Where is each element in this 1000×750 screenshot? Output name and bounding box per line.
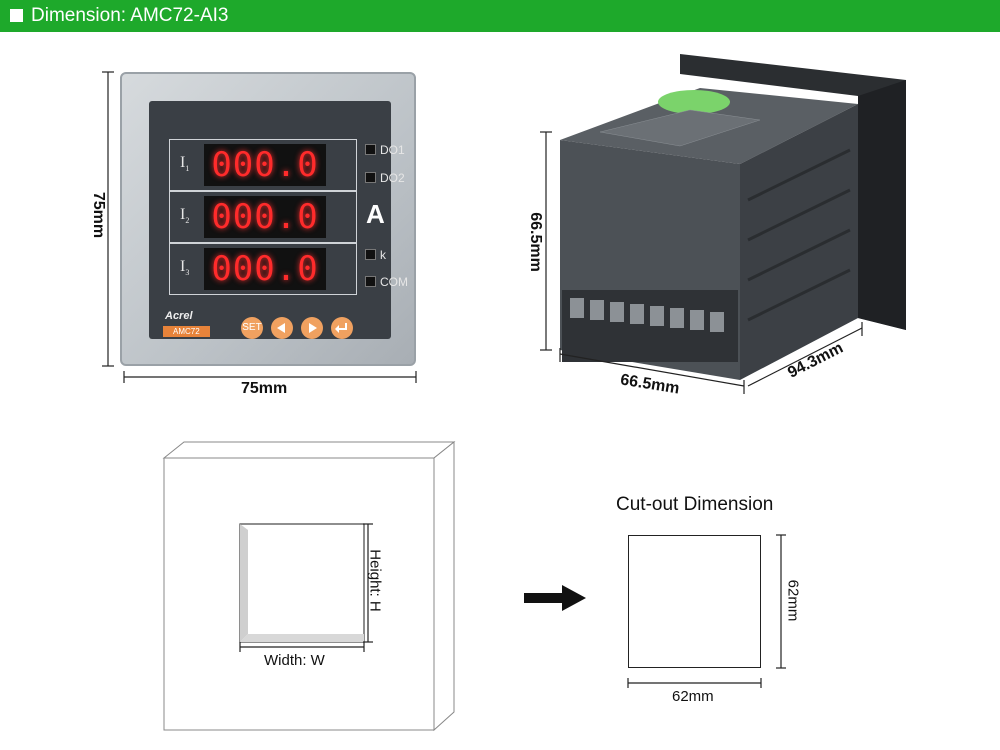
row-1-display: 000.0	[204, 144, 326, 186]
brand-logo: Acrel	[165, 310, 193, 322]
indicator-do1: DO1	[365, 143, 405, 157]
model-badge: AMC72	[163, 326, 210, 337]
display-row-3: I3 000.0	[169, 243, 357, 295]
left-button[interactable]	[271, 317, 293, 339]
header-square-icon	[10, 9, 23, 22]
enter-icon	[335, 323, 347, 333]
panel-diagram	[162, 440, 456, 732]
display-row-2: I2 000.0	[169, 191, 357, 243]
unit-label: A	[366, 199, 385, 229]
right-button[interactable]	[301, 317, 323, 339]
display-row-1: I1 000.0	[169, 139, 357, 191]
set-button[interactable]: SET	[241, 317, 263, 339]
enter-button[interactable]	[331, 317, 353, 339]
front-meter-panel: I1 000.0 I2 000.0 I3 000.0 DO1 DO2 A k C…	[120, 72, 416, 366]
cutout-box	[628, 535, 761, 668]
indicator-k: k	[365, 248, 386, 262]
cutout-height-label: 62mm	[784, 579, 802, 622]
indicator-do2: DO2	[365, 171, 405, 185]
row-3-label: I3	[180, 258, 190, 278]
row-3-display: 000.0	[204, 248, 326, 290]
cutout-width-label: 62mm	[672, 688, 714, 705]
panel-width-label: Width: W	[264, 652, 325, 669]
meter-face: I1 000.0 I2 000.0 I3 000.0 DO1 DO2 A k C…	[149, 101, 408, 339]
row-1-label: I1	[180, 154, 190, 174]
right-arrow-icon	[309, 323, 317, 333]
front-width-label: 75mm	[241, 380, 288, 397]
page-title: Dimension: AMC72-AI3	[31, 5, 229, 26]
left-arrow-icon	[277, 323, 285, 333]
arrow-right-icon	[524, 585, 586, 611]
header-bar: Dimension: AMC72-AI3	[0, 0, 1000, 32]
indicator-com: COM	[365, 275, 408, 289]
row-2-display: 000.0	[204, 196, 326, 238]
row-2-label: I2	[180, 206, 190, 226]
cutout-title: Cut-out Dimension	[616, 494, 774, 515]
